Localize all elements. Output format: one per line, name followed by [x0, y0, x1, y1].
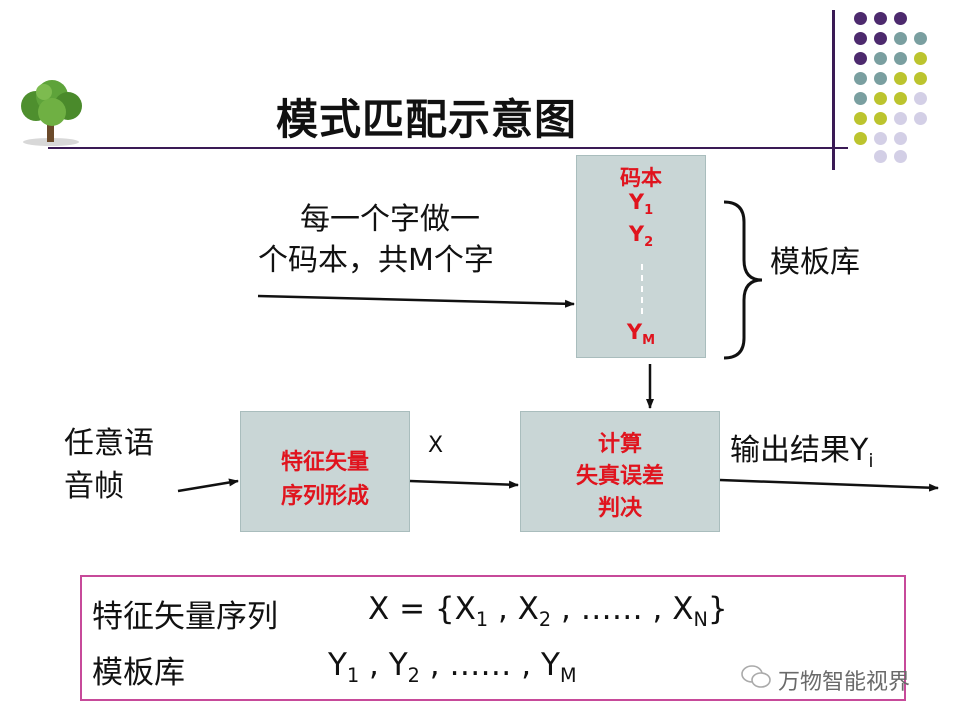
template-lib-equation: Y1 , Y2 , …… , YM	[328, 647, 577, 687]
arrow-to-codebook	[258, 296, 574, 304]
watermark-text: 万物智能视界	[778, 664, 910, 696]
wechat-icon	[740, 664, 772, 690]
template-lib-label: 模板库	[92, 647, 185, 692]
arrow-to-feature	[178, 481, 238, 491]
feature-seq-label: 特征矢量序列	[92, 591, 278, 636]
feature-seq-equation: X = {X1 , X2 , …… , XN}	[368, 591, 728, 631]
arrow-compute-output	[720, 480, 938, 488]
arrow-feature-to-compute	[410, 481, 518, 485]
